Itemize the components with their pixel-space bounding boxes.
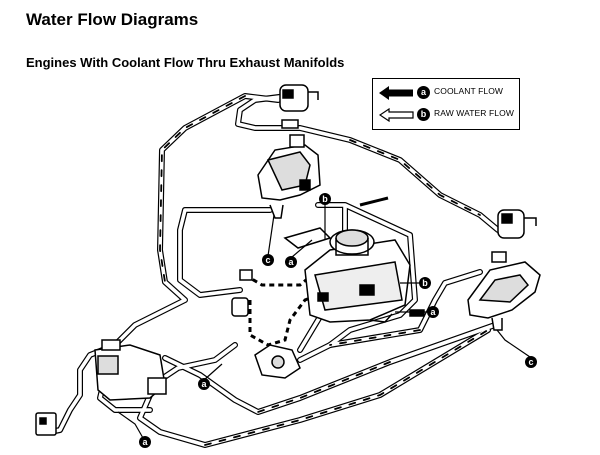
engine-block-reservoir: [304, 229, 411, 323]
callout-b-upper: b: [319, 193, 331, 205]
coolant-dashed-path: [244, 268, 331, 347]
callout-a-right-text: a: [430, 307, 436, 317]
callout-a-right: a: [427, 306, 439, 318]
callout-c-right-text: c: [528, 357, 533, 367]
coolant-flow-arrow-icon: [379, 86, 413, 100]
sensor-fitting: [283, 196, 425, 317]
callout-b-right: b: [419, 277, 431, 289]
left-exhaust-manifold: [257, 119, 321, 219]
callout-a-middle: a: [285, 256, 297, 268]
legend-label-coolant: COOLANT FLOW: [434, 86, 504, 96]
sea-water-pump: [94, 339, 167, 401]
page-title: Water Flow Diagrams: [26, 10, 199, 29]
callout-c-right: c: [525, 356, 537, 368]
legend-label-raw-water: RAW WATER FLOW: [434, 108, 514, 118]
upper-left-heat-exchanger-cap: [279, 84, 319, 112]
page-subtitle: Engines With Coolant Flow Thru Exhaust M…: [26, 55, 345, 70]
callout-leaders: [117, 203, 531, 439]
legend: a COOLANT FLOW b RAW WATER FLOW: [372, 78, 520, 130]
legend-item-raw-water: b RAW WATER FLOW: [379, 106, 517, 124]
callout-c-left-text: c: [265, 255, 270, 265]
legend-item-coolant: a COOLANT FLOW: [379, 84, 517, 102]
callout-a-bottom-text: a: [142, 437, 148, 447]
electrical-sensor-block: [35, 412, 57, 436]
thermostat-housing: [231, 269, 301, 379]
callout-b-upper-text: b: [322, 194, 328, 204]
right-exhaust-manifold: [467, 251, 541, 331]
callout-a-bottom: a: [139, 436, 151, 448]
callout-c-left: c: [262, 254, 274, 266]
callout-a-lower: a: [198, 378, 210, 390]
raw-water-flow-arrow-icon: [379, 108, 414, 122]
right-heat-exchanger-cap: [497, 209, 537, 239]
legend-badge-b: b: [417, 108, 430, 121]
callout-a-middle-text: a: [288, 257, 294, 267]
callout-a-lower-text: a: [201, 379, 207, 389]
callout-b-right-text: b: [422, 278, 428, 288]
legend-badge-a: a: [417, 86, 430, 99]
